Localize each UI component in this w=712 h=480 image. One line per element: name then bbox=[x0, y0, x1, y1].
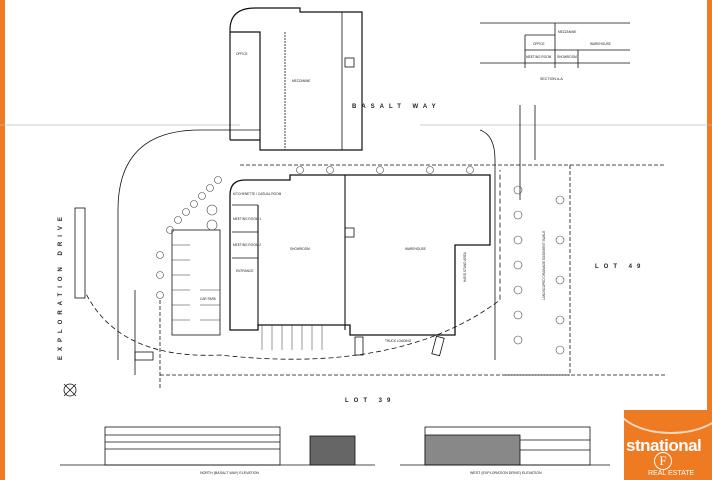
room-entrance: ENTRANCE bbox=[236, 269, 254, 273]
road-label-exploration-drive: EXPLORATION DRIVE bbox=[58, 212, 64, 360]
room-office: OFFICE bbox=[236, 52, 248, 56]
room-meeting-1: MEETING ROOM 1 bbox=[233, 217, 261, 221]
room-showroom: SHOWROOM bbox=[290, 247, 310, 251]
north-elevation bbox=[60, 426, 375, 466]
section-label: OFFICE bbox=[533, 42, 545, 46]
section-title: SECTION A-A bbox=[540, 77, 563, 81]
section-label: MEETING ROOM bbox=[526, 55, 552, 59]
upper-building-outline bbox=[229, 7, 363, 151]
right-border bbox=[707, 0, 712, 480]
lot-label-south: LOT 39 bbox=[345, 398, 395, 404]
road-curve-east bbox=[479, 129, 496, 360]
room-car-park: CAR PARK bbox=[200, 297, 217, 301]
section-label: SHOWROOM bbox=[557, 55, 577, 59]
room-meeting-2: MEETING ROOM 2 bbox=[233, 243, 261, 247]
section-a-a-lines bbox=[480, 22, 630, 68]
room-hard-stand: HARD STAND AREA bbox=[463, 251, 467, 282]
agency-logo: stnational F REAL ESTATE bbox=[624, 410, 712, 480]
main-building-outline bbox=[229, 174, 491, 336]
label-swale: LANDSCAPED DRAINAGE EASEMENT SWALE bbox=[542, 231, 546, 300]
room-kitchenette: KITCHENETTE / CASUAL ROOM bbox=[233, 192, 282, 196]
room-warehouse: WAREHOUSE bbox=[405, 247, 426, 251]
logo-name: stnational bbox=[626, 436, 702, 455]
trees bbox=[156, 166, 565, 355]
logo-arc bbox=[624, 410, 712, 434]
logo-sub: REAL ESTATE bbox=[648, 470, 695, 477]
left-border bbox=[0, 0, 5, 480]
road-curve-west bbox=[117, 129, 260, 360]
west-elevation-caption: WEST (EXPLORATION DRIVE) ELEVATION bbox=[470, 471, 542, 475]
section-label: WAREHOUSE bbox=[590, 42, 611, 46]
room-truck-loading: TRUCK LOADING bbox=[385, 339, 412, 343]
north-elevation-caption: NORTH (BASALT WAY) ELEVATION bbox=[200, 471, 259, 475]
lot-label-east: LOT 49 bbox=[595, 264, 645, 270]
section-label: MEZZANINE bbox=[558, 30, 576, 34]
road-label-basalt-way: BASALT WAY bbox=[352, 104, 441, 110]
west-elevation bbox=[400, 426, 610, 466]
room-mezzanine: MEZZANINE bbox=[292, 79, 310, 83]
logo-letter: F bbox=[654, 452, 672, 470]
